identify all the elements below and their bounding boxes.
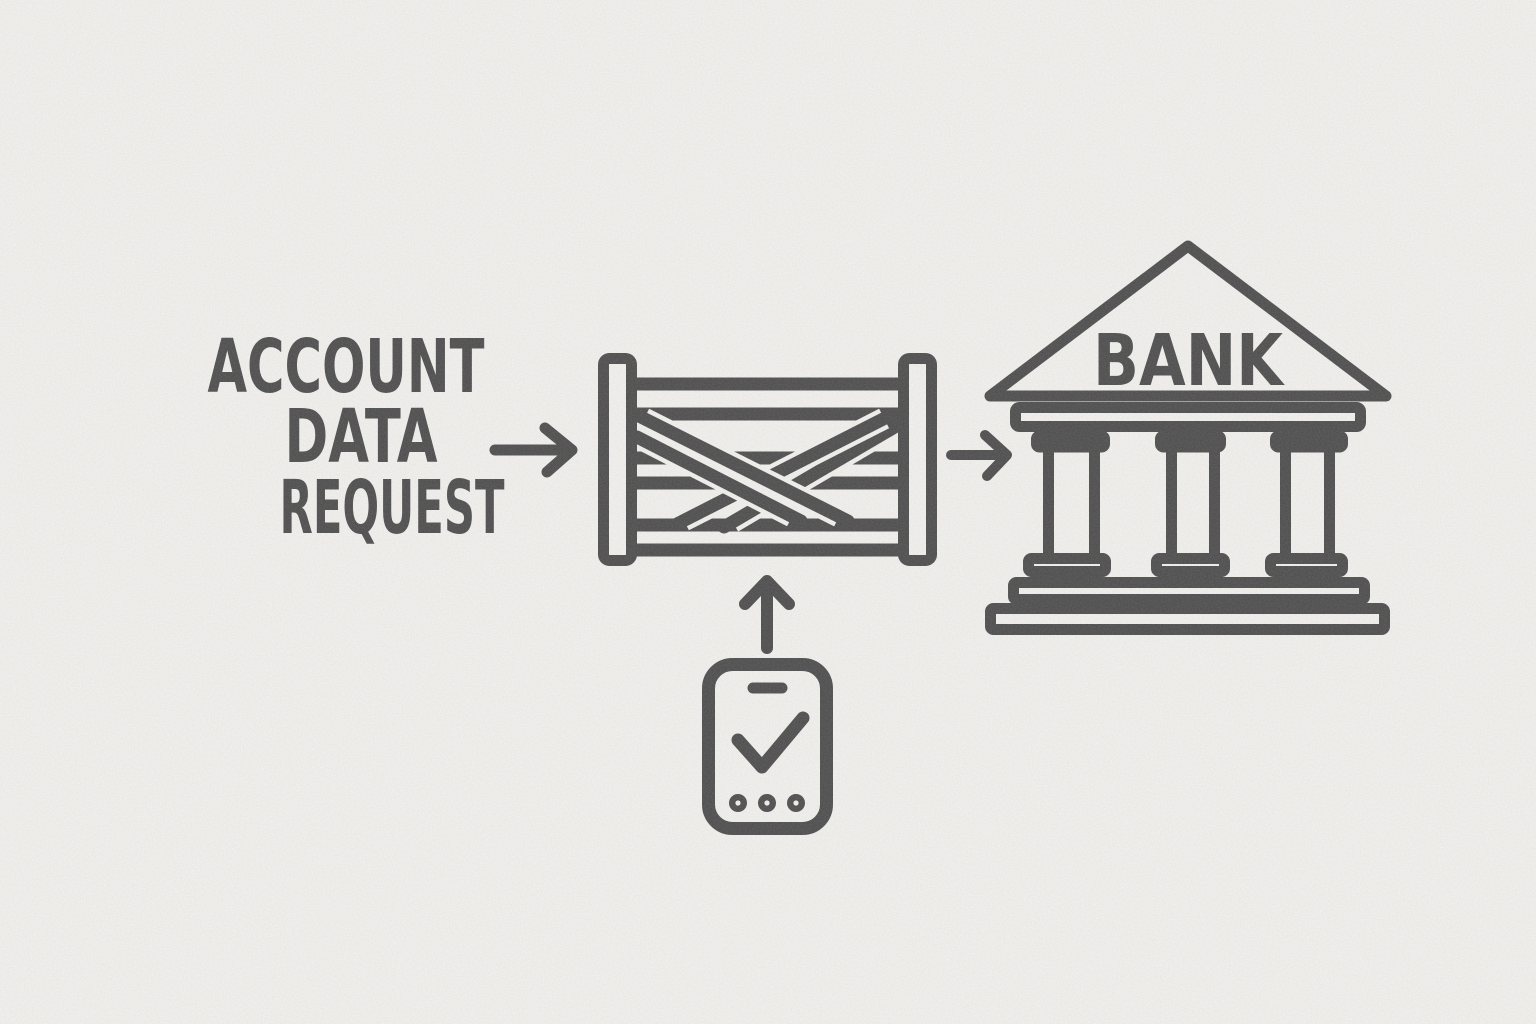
bank-entablature [1010,402,1366,432]
bank-steps [985,577,1390,635]
gate-right-post [898,353,937,566]
gate-icon [598,353,937,566]
request-label-block: ACCOUNT DATA REQUEST [208,324,505,551]
bank-label: BANK [1093,319,1286,402]
arrow-up-icon [739,575,795,654]
phone-approval-group [702,575,833,835]
request-label-line3: REQUEST [280,465,505,551]
phone-dots [729,794,805,812]
gate-left-post [598,353,637,566]
bank-icon: BANK [984,240,1392,635]
arrow-right-icon [489,422,578,478]
bank-columns [1023,430,1348,577]
